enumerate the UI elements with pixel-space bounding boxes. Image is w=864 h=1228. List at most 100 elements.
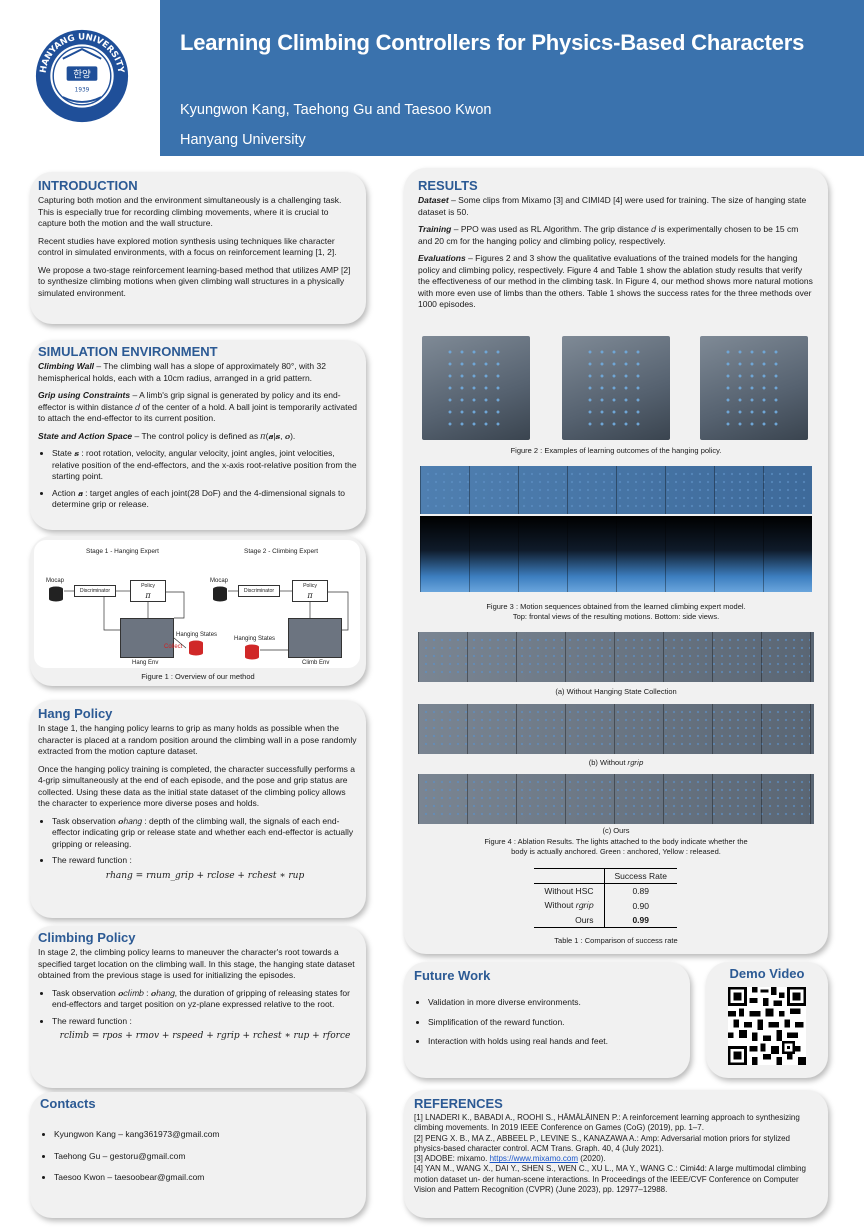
climb-reward-bullet: The reward function : rclimb = rpos + rm… <box>52 1016 358 1043</box>
figure-1-caption: Figure 1 : Overview of our method <box>141 672 255 681</box>
figure-3-caption-1: Figure 3 : Motion sequences obtained fro… <box>486 602 746 611</box>
climb-list: Task observation 𝒐𝑐𝑙𝑖𝑚𝑏 : 𝒐ℎ𝑎𝑛𝑔, the dur… <box>38 988 358 1043</box>
intro-paragraph-2: Recent studies have explored motion synt… <box>38 235 337 258</box>
policy-label-2: Policy <box>303 583 317 589</box>
collect-label: Collect <box>164 644 183 650</box>
database-icon <box>49 586 63 602</box>
contacts-panel: Contacts Kyungwon Kang – kang361973@gmai… <box>30 1092 366 1218</box>
state-action-list: State 𝒔 : root rotation, velocity, angul… <box>38 448 358 511</box>
figure-3-caption-2: Top: frontal views of the resulting moti… <box>512 612 720 621</box>
contacts-heading: Contacts <box>40 1096 96 1111</box>
introduction-panel: INTRODUCTION Capturing both motion and t… <box>30 172 366 324</box>
mocap-label-2: Mocap <box>210 578 229 584</box>
climb-observation-bullet: Task observation 𝒐𝑐𝑙𝑖𝑚𝑏 : 𝒐ℎ𝑎𝑛𝑔, the dur… <box>52 988 358 1011</box>
grip-paragraph: Grip using Constraints – A limb's grip s… <box>38 390 358 425</box>
state-action-text: – The control policy is defined as 𝜋(𝒂|𝒔… <box>132 430 296 441</box>
training-label: Training <box>418 224 452 234</box>
table-rate-cell: 0.89 <box>632 886 649 896</box>
climb-reward-label: The reward function : <box>52 1015 132 1026</box>
intro-paragraph-3: We propose a two-stage reinforcement lea… <box>38 264 351 298</box>
mixamo-link[interactable]: https://www.mixamo.com <box>489 1154 579 1164</box>
hang-reward-label: The reward function : <box>52 855 132 865</box>
hanging-states-database-icon-2 <box>245 644 259 660</box>
frontal-view-strip <box>420 466 812 514</box>
climb-reward-equation: rclimb = rpos + rmov + rspeed + rgrip + … <box>59 1031 351 1041</box>
hanging-states-database-icon <box>189 640 203 656</box>
future-work-panel: Future Work Validation in more diverse e… <box>404 962 690 1078</box>
svg-text:한양: 한양 <box>73 69 91 80</box>
intro-paragraph-1: Capturing both motion and the environmen… <box>38 195 342 228</box>
reference-item: [1] LNADERI K., BABADI A., ROOHI S., HÄM… <box>414 1113 800 1133</box>
reference-item: [2] PENG X. B., MA Z., ABBEEL P., LEVINE… <box>414 1133 790 1153</box>
hang-list: Task observation 𝒐ℎ𝑎𝑛𝑔 : depth of the cl… <box>38 816 358 883</box>
evaluations-text: – Figures 2 and 3 show the qualitative e… <box>418 253 813 309</box>
table-header-cell: Success Rate <box>604 868 677 884</box>
climbing-wall-paragraph: Climbing Wall – The climbing wall has a … <box>38 361 358 384</box>
policy-pi-2: π <box>307 591 313 600</box>
dataset-label: Dataset <box>418 195 449 205</box>
figure-1-panel: Stage 1 - Hanging Expert Stage 2 - Climb… <box>30 536 366 686</box>
figure-3 <box>420 466 812 592</box>
table-rate-cell: 0.99 <box>604 913 677 928</box>
discriminator-box-2: Discriminator <box>238 585 280 597</box>
ablation-strip-c <box>418 774 814 824</box>
affiliation: Hanyang University <box>180 132 306 148</box>
table-method-cell: Ours <box>534 913 605 928</box>
table-rate-cell: 0.90 <box>632 900 649 911</box>
climbing-wall-text: – The climbing wall has a slope of appro… <box>38 361 326 383</box>
hang-env-image <box>120 618 174 658</box>
diagram-arrows <box>64 590 349 651</box>
state-action-label: State and Action Space <box>38 430 133 441</box>
table-row: Without 𝑟𝑔𝑟𝑖𝑝 0.90 <box>534 898 677 913</box>
figure-4c-caption: (c) Ours <box>602 826 630 835</box>
hanging-outcome-image <box>562 336 670 440</box>
table-header-row: Success Rate <box>534 868 677 884</box>
ablation-strip-b <box>418 704 814 754</box>
policy-pi-1: π <box>145 591 151 600</box>
reference-item: [4] YAN M., WANG X., DAI Y., SHEN S., WE… <box>414 1164 806 1195</box>
future-work-item: Validation in more diverse environments. <box>428 997 680 1009</box>
hang-policy-panel: Hang Policy In stage 1, the hanging poli… <box>30 700 366 918</box>
figure-4-caption-2: body is actually anchored. Green : ancho… <box>511 847 721 856</box>
reference-item: [3] ADOBE: mixamo. https://www.mixamo.co… <box>414 1154 818 1164</box>
simulation-environment-panel: SIMULATION ENVIRONMENT Climbing Wall – T… <box>30 340 366 530</box>
title-banner: Learning Climbing Controllers for Physic… <box>160 0 864 156</box>
contacts-list: Kyungwon Kang – kang361973@gmail.com Tae… <box>40 1129 356 1184</box>
training-paragraph: Training – PPO was used as RL Algorithm.… <box>418 224 814 247</box>
future-work-item: Simplification of the reward function. <box>428 1017 680 1029</box>
hang-policy-heading: Hang Policy <box>38 706 113 721</box>
dataset-paragraph: Dataset – Some clips from Mixamo [3] and… <box>418 195 814 218</box>
training-text: – PPO was used as RL Algorithm. The grip… <box>418 224 799 246</box>
simulation-heading: SIMULATION ENVIRONMENT <box>38 344 218 359</box>
hanging-states-label-1: Hanging States <box>176 632 218 638</box>
contact-item: Taehong Gu – gestoru@gmail.com <box>54 1151 356 1163</box>
author-list: Kyungwon Kang, Taehong Gu and Taesoo Kwo… <box>180 102 492 118</box>
poster-header: HANYANG UNIVERSITY 한양 1939 Learning Clim… <box>0 0 864 156</box>
hanging-states-label-2: Hanging States <box>234 636 276 642</box>
contact-item: Kyungwon Kang – kang361973@gmail.com <box>54 1129 356 1141</box>
hang-paragraph-2: Once the hanging policy training is comp… <box>38 763 356 809</box>
references-panel: REFERENCES [1] LNADERI K., BABADI A., RO… <box>404 1090 828 1218</box>
evaluations-paragraph: Evaluations – Figures 2 and 3 show the q… <box>418 253 814 311</box>
figure-2-caption: Figure 2 : Examples of learning outcomes… <box>510 446 722 455</box>
climb-env-label: Climb Env <box>302 660 330 666</box>
figure-4b-caption: (b) Without 𝑟𝑔𝑟𝑖𝑝 <box>588 758 644 767</box>
table-1-caption: Table 1 : Comparison of success rate <box>554 936 678 945</box>
table-method-cell: Without 𝑟𝑔𝑟𝑖𝑝 <box>534 898 605 913</box>
action-bullet: Action 𝒂 : target angles of each joint(2… <box>52 488 358 511</box>
results-panel: RESULTS Dataset – Some clips from Mixamo… <box>404 168 828 954</box>
grip-text: – A limb's grip signal is generated by p… <box>38 390 357 423</box>
reference-3-prefix: [3] ADOBE: mixamo. <box>414 1154 490 1164</box>
qr-code[interactable] <box>728 987 806 1065</box>
state-action-paragraph: State and Action Space – The control pol… <box>38 431 358 443</box>
grip-label: Grip using Constraints <box>38 390 131 400</box>
ablation-strip-a <box>418 632 814 682</box>
demo-video-heading: Demo Video <box>729 966 805 981</box>
stage-2-label: Stage 2 - Climbing Expert <box>244 548 319 555</box>
reference-3-suffix: (2020). <box>578 1154 606 1164</box>
method-overview-diagram: Stage 1 - Hanging Expert Stage 2 - Climb… <box>34 540 360 668</box>
future-work-item: Interaction with holds using real hands … <box>428 1036 680 1048</box>
